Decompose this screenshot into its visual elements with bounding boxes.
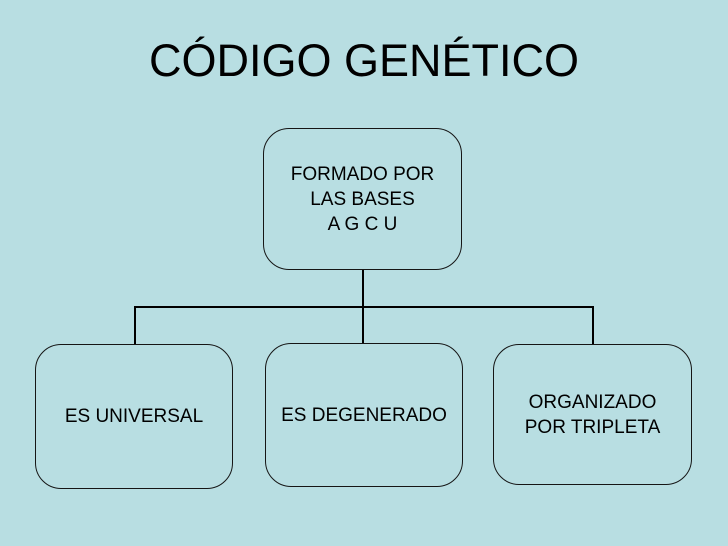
connector-root-stem <box>362 270 364 308</box>
node-line: A G C U <box>327 213 398 235</box>
connector-drop-right <box>592 306 594 345</box>
slide-title: CÓDIGO GENÉTICO <box>148 35 580 86</box>
node-line: FORMADO POR <box>290 163 435 185</box>
connector-drop-left <box>134 306 136 345</box>
connector-drop-middle <box>362 306 364 344</box>
node-organizado-por-tripleta: ORGANIZADO POR TRIPLETA <box>493 344 692 485</box>
node-line: POR TRIPLETA <box>524 416 661 438</box>
node-formado-por-las-bases: FORMADO POR LAS BASES A G C U <box>263 128 462 270</box>
node-line: ES DEGENERADO <box>281 404 447 426</box>
node-es-universal: ES UNIVERSAL <box>35 344 233 489</box>
node-es-degenerado: ES DEGENERADO <box>265 343 463 487</box>
node-line: ES UNIVERSAL <box>64 406 204 427</box>
connector-horizontal-bar <box>134 306 594 308</box>
node-line: ORGANIZADO <box>528 391 657 413</box>
node-line: LAS BASES <box>310 188 415 210</box>
